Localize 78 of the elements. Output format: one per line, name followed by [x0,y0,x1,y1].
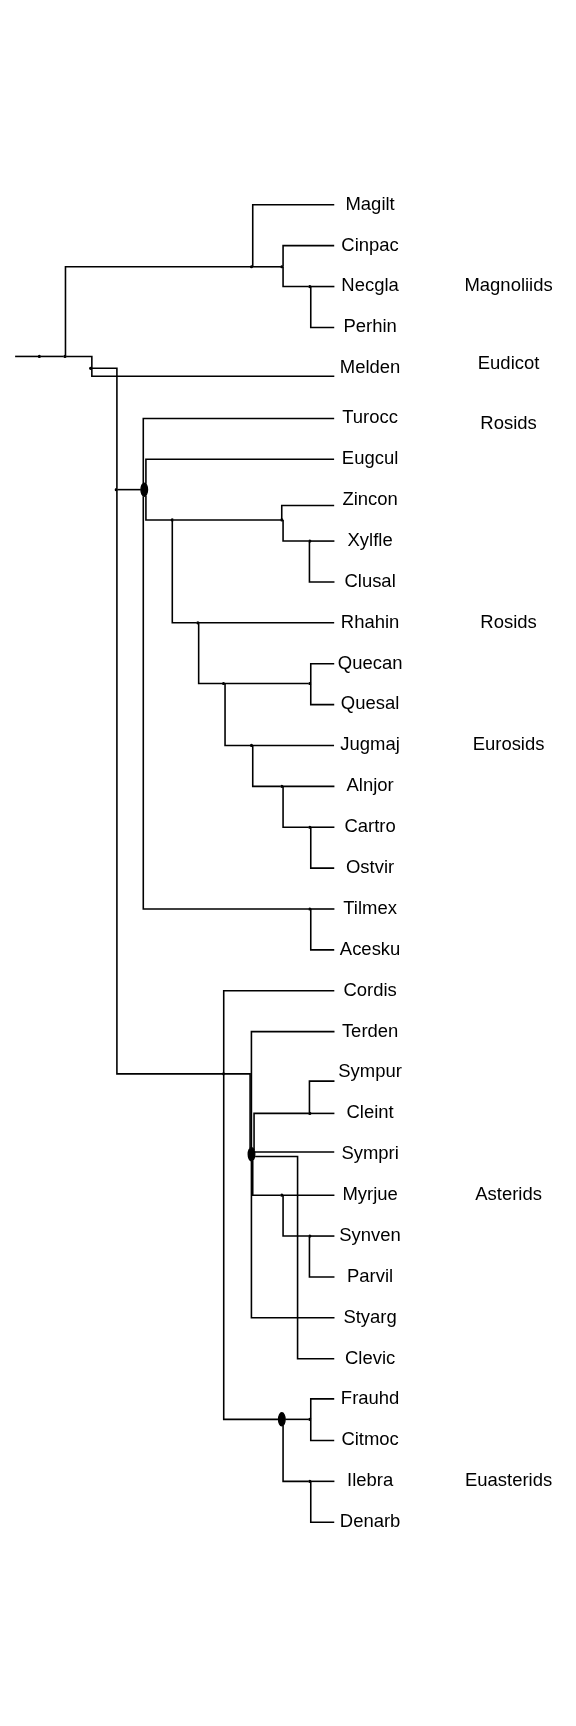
node-text: Ostvir [346,855,395,877]
connector [254,1150,336,1153]
node-text: Sympur [338,1059,402,1081]
node-point [308,284,312,288]
node-text: Cinpac [341,233,399,255]
node-text: Melden [339,355,401,377]
node-point [308,538,312,543]
connector [250,1159,336,1319]
node-text: Terden [341,1019,399,1041]
node-text: Acesku [339,937,401,959]
node-dot [140,481,149,497]
node-point [221,681,226,685]
node-point [63,354,67,358]
node-text: Denarb [339,1509,401,1531]
node-text: Perhin [343,314,397,336]
node-point [114,487,118,491]
node-text: Tilmex [343,896,397,918]
node-point [308,1233,312,1238]
node-point [89,366,93,370]
connector [145,458,335,485]
node-text: Magilt [345,192,395,214]
node-text: Sympri [341,1141,399,1163]
node-text: Parvil [347,1264,394,1286]
connector [310,1112,336,1114]
node-point [170,517,174,522]
node-text: Myrjue [342,1182,398,1204]
label: Euasterids [464,1468,553,1490]
node-text: Rhahin [340,610,400,632]
node-point [196,620,200,624]
node-point [37,354,41,358]
connector [14,355,39,357]
connector [252,744,335,746]
connector [254,1155,336,1359]
node-point [308,681,312,685]
node-text: Cordis [343,978,397,1000]
node-text: Frauhd [340,1386,400,1408]
node-text: Xylfle [347,528,393,550]
connector [142,417,335,484]
connector [224,682,252,746]
node-text: Zincon [342,487,398,509]
node-point [308,1479,312,1483]
node-text: Cleint [346,1100,394,1122]
label: Magnoliids [464,273,553,295]
node-point [308,906,312,911]
node-text: Eugcul [341,446,399,468]
node-point [249,743,254,747]
connector [253,1112,310,1151]
node-text: Clevic [344,1346,396,1368]
node-point [308,1111,312,1115]
node-point [280,784,284,788]
node-dot [277,1411,286,1427]
node-text: Quesal [340,691,400,713]
node-point [308,825,312,829]
connector [250,1030,336,1148]
node-text: Cartro [344,814,396,836]
node-text: Quecan [337,651,403,673]
node-text: Jugmaj [340,732,400,754]
label: Rosids [480,610,537,632]
node-text: Necgla [341,273,399,295]
node-text: Turocc [342,405,398,427]
label: Eurosids [472,732,545,754]
node-point [308,1417,312,1421]
node-point [280,517,284,522]
label: Asterids [475,1182,542,1204]
node-text: Styarg [343,1305,397,1327]
node-point [280,264,284,268]
label: Rosids [480,411,537,433]
node-text: Citmoc [341,1427,399,1449]
node-text: Clusal [344,569,396,591]
node-point [280,1193,284,1197]
label: Eudicot [477,351,540,373]
connector [308,1079,336,1113]
node-dot [247,1146,256,1162]
node-text: Ilebra [347,1468,394,1490]
node-text: Synven [339,1223,401,1245]
node-point [249,264,254,268]
node-text: Alnjor [346,773,394,795]
node-point [221,1071,226,1075]
